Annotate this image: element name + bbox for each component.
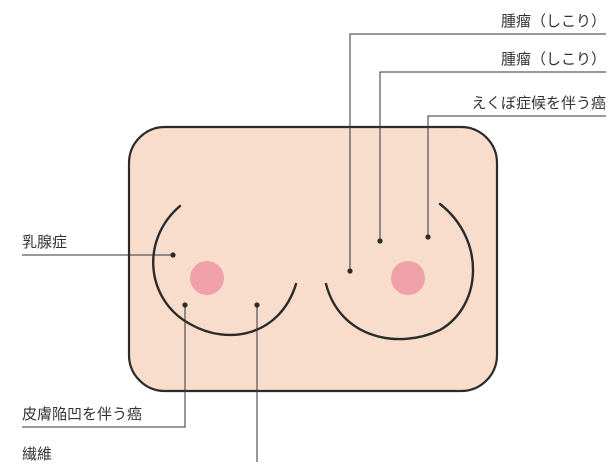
lesion-dot-dimple-cancer [425, 234, 431, 240]
label-skin-depression-cancer: 皮膚陥凹を伴う癌 [22, 405, 143, 423]
lesion-dot-tumor-1 [347, 268, 353, 274]
label-dimple-cancer: えくぼ症候を伴う癌 [471, 94, 606, 112]
label-mastopathy: 乳腺症 [22, 233, 68, 251]
lesion-dot-tumor-2 [377, 238, 383, 244]
right-areola [391, 261, 425, 295]
right-breast-contour [324, 202, 475, 341]
leader-dimple-cancer [427, 115, 606, 236]
leader-tumor-2 [379, 71, 606, 240]
label-fibroma: 繊維 [22, 445, 53, 463]
label-tumor-2: 腫瘤（しこり） [500, 50, 606, 68]
leader-skin-depression-cancer [22, 305, 186, 428]
left-areola [190, 261, 224, 295]
label-tumor-1: 腫瘤（しこり） [500, 12, 606, 30]
leader-tumor-1 [349, 33, 606, 270]
lesion-dot-fibroma [254, 302, 260, 308]
torso-panel [127, 125, 499, 393]
left-breast-contour [152, 204, 298, 337]
lesion-dot-skin-depression-cancer [182, 302, 188, 308]
lesion-dot-mastopathy [170, 252, 176, 258]
